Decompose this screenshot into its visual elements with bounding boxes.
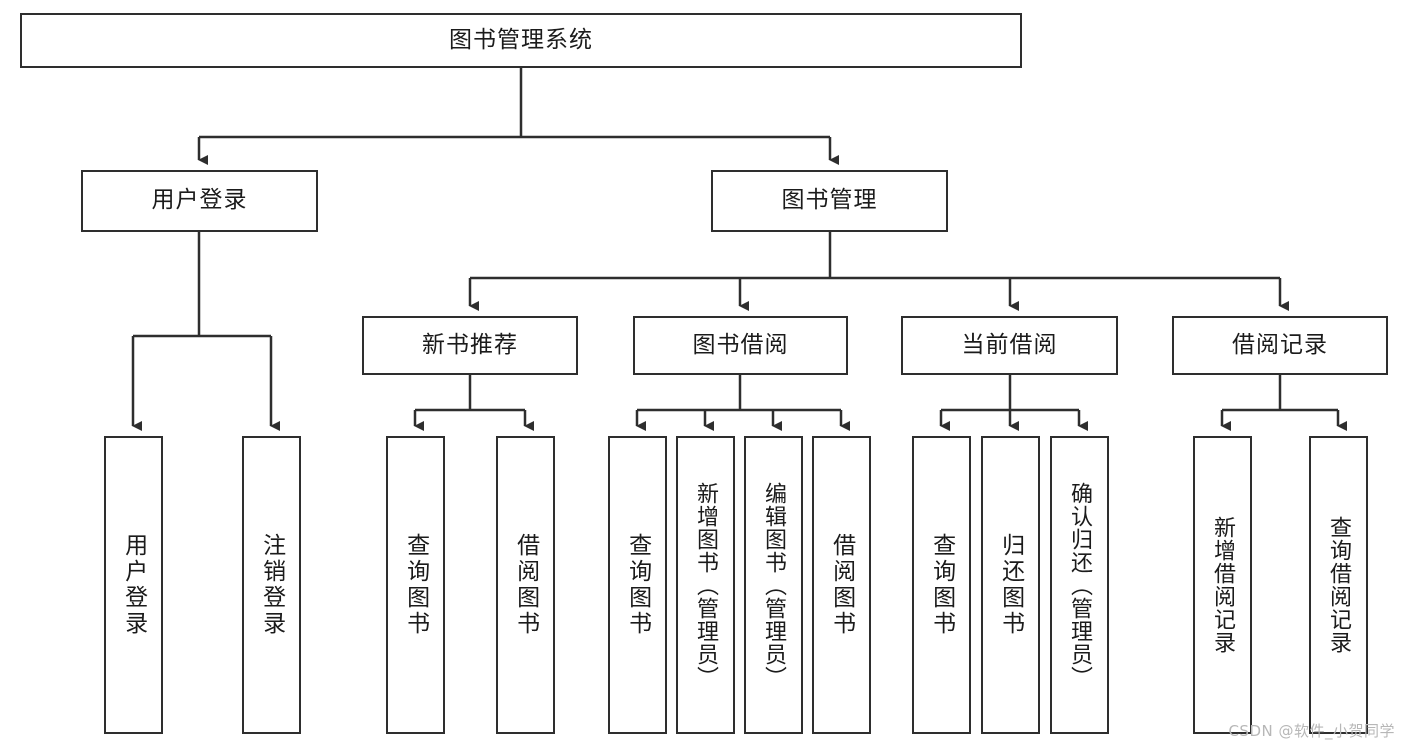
leaf-book-borrow-borrow-books[interactable]: 借阅图书 (812, 436, 871, 734)
node-label: 查询借阅记录 (1326, 516, 1352, 654)
node-label: 查询图书 (402, 533, 429, 637)
node-label: 借阅图书 (828, 533, 855, 637)
node-label: 新增借阅记录 (1210, 516, 1236, 654)
node-label: 图书借阅 (692, 331, 789, 358)
node-label: 新增图书（管理员） (693, 481, 719, 689)
node-label: 查询图书 (624, 533, 651, 637)
node-label: 新书推荐 (422, 331, 518, 358)
leaf-user-login-logout[interactable]: 注销登录 (242, 436, 301, 734)
node-root-book-management-system[interactable]: 图书管理系统 (20, 13, 1022, 68)
leaf-borrow-record-add-record[interactable]: 新增借阅记录 (1193, 436, 1252, 734)
leaf-current-borrow-confirm-return-admin[interactable]: 确认归还（管理员） (1050, 436, 1109, 734)
node-label: 借阅图书 (512, 533, 539, 637)
node-book-borrowing[interactable]: 图书借阅 (633, 316, 848, 375)
node-label: 当前借阅 (961, 331, 1058, 358)
node-label: 用户登录 (151, 187, 248, 214)
node-new-book-recommendation[interactable]: 新书推荐 (362, 316, 578, 375)
leaf-new-book-query-books[interactable]: 查询图书 (386, 436, 445, 734)
leaf-new-book-borrow-books[interactable]: 借阅图书 (496, 436, 555, 734)
leaf-book-borrow-query-books[interactable]: 查询图书 (608, 436, 667, 734)
leaf-user-login-login[interactable]: 用户登录 (104, 436, 163, 734)
leaf-book-borrow-add-book-admin[interactable]: 新增图书（管理员） (676, 436, 735, 734)
node-label: 图书管理 (781, 187, 878, 214)
node-label: 用户登录 (120, 533, 147, 637)
node-borrowing-record[interactable]: 借阅记录 (1172, 316, 1388, 375)
leaf-current-borrow-query-books[interactable]: 查询图书 (912, 436, 971, 734)
node-label: 归还图书 (997, 533, 1024, 637)
node-label: 借阅记录 (1232, 331, 1328, 358)
node-label: 查询图书 (928, 533, 955, 637)
leaf-book-borrow-edit-book-admin[interactable]: 编辑图书（管理员） (744, 436, 803, 734)
leaf-borrow-record-query-record[interactable]: 查询借阅记录 (1309, 436, 1368, 734)
node-label: 编辑图书（管理员） (761, 481, 787, 689)
node-user-login[interactable]: 用户登录 (81, 170, 318, 232)
node-book-management[interactable]: 图书管理 (711, 170, 948, 232)
node-label: 图书管理系统 (449, 26, 593, 53)
node-label: 注销登录 (258, 533, 285, 637)
leaf-current-borrow-return-books[interactable]: 归还图书 (981, 436, 1040, 734)
node-current-borrowing[interactable]: 当前借阅 (901, 316, 1118, 375)
node-label: 确认归还（管理员） (1067, 481, 1093, 689)
watermark: CSDN @软件_小贺同学 (1228, 722, 1395, 740)
